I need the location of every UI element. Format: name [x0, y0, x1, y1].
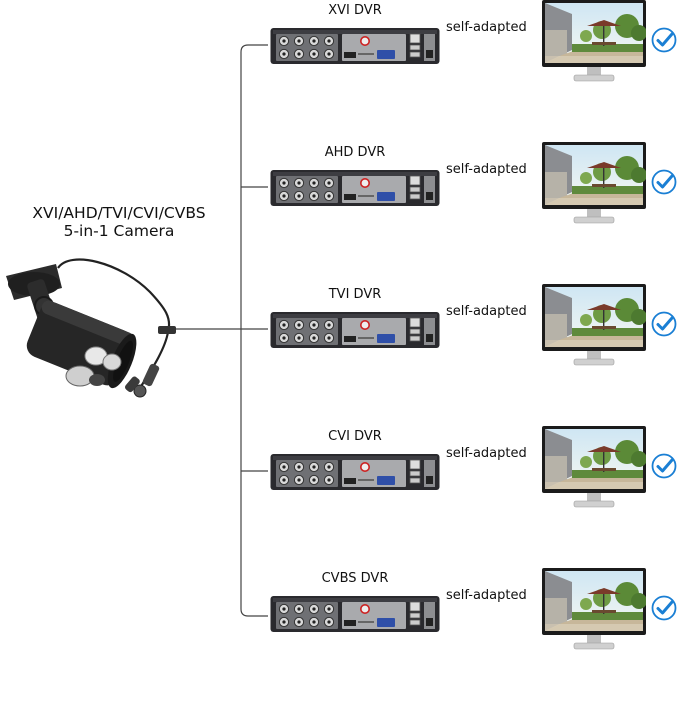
check-circle-icon: [651, 27, 677, 57]
check-circle-icon: [651, 595, 677, 625]
dvr-recorder-icon: [270, 310, 440, 354]
dvr-label: CVI DVR: [328, 429, 382, 444]
self-adapted-label: self-adapted: [446, 588, 527, 603]
camera-title-line2: 5-in-1 Camera: [63, 222, 175, 240]
dvr-recorder-icon: [270, 168, 440, 212]
dvr-label: XVI DVR: [328, 3, 382, 18]
dvr-row-tvi: TVI DVR self-adapted: [0, 284, 679, 426]
monitor-icon: [542, 568, 647, 656]
self-adapted-label: self-adapted: [446, 304, 527, 319]
dvr-recorder-icon: [270, 452, 440, 496]
self-adapted-label: self-adapted: [446, 162, 527, 177]
check-circle-icon: [651, 311, 677, 341]
check-circle-icon: [651, 169, 677, 199]
monitor-icon: [542, 142, 647, 230]
self-adapted-label: self-adapted: [446, 20, 527, 35]
dvr-label: TVI DVR: [328, 287, 382, 302]
dvr-label: CVBS DVR: [321, 571, 389, 586]
monitor-icon: [542, 426, 647, 514]
monitor-icon: [542, 284, 647, 372]
trunk-line: [240, 44, 268, 617]
dvr-row-xvi: XVI DVR self-adapted: [0, 0, 679, 142]
self-adapted-label: self-adapted: [446, 446, 527, 461]
dvr-label: AHD DVR: [324, 145, 386, 160]
camera-title-line1: XVI/AHD/TVI/CVI/CVBS: [32, 204, 206, 222]
dvr-recorder-icon: [270, 594, 440, 638]
dvr-row-cvi: CVI DVR self-adapted: [0, 426, 679, 568]
connection-diagram: [6, 44, 268, 617]
bullet-camera-icon: [6, 258, 176, 398]
monitor-icon: [542, 0, 647, 88]
dvr-row-ahd: AHD DVR self-adapted: [0, 142, 679, 284]
dvr-row-cvbs: CVBS DVR self-adapted: [0, 568, 679, 710]
check-circle-icon: [651, 453, 677, 483]
connector-lines: [176, 44, 268, 617]
dvr-recorder-icon: [270, 26, 440, 70]
